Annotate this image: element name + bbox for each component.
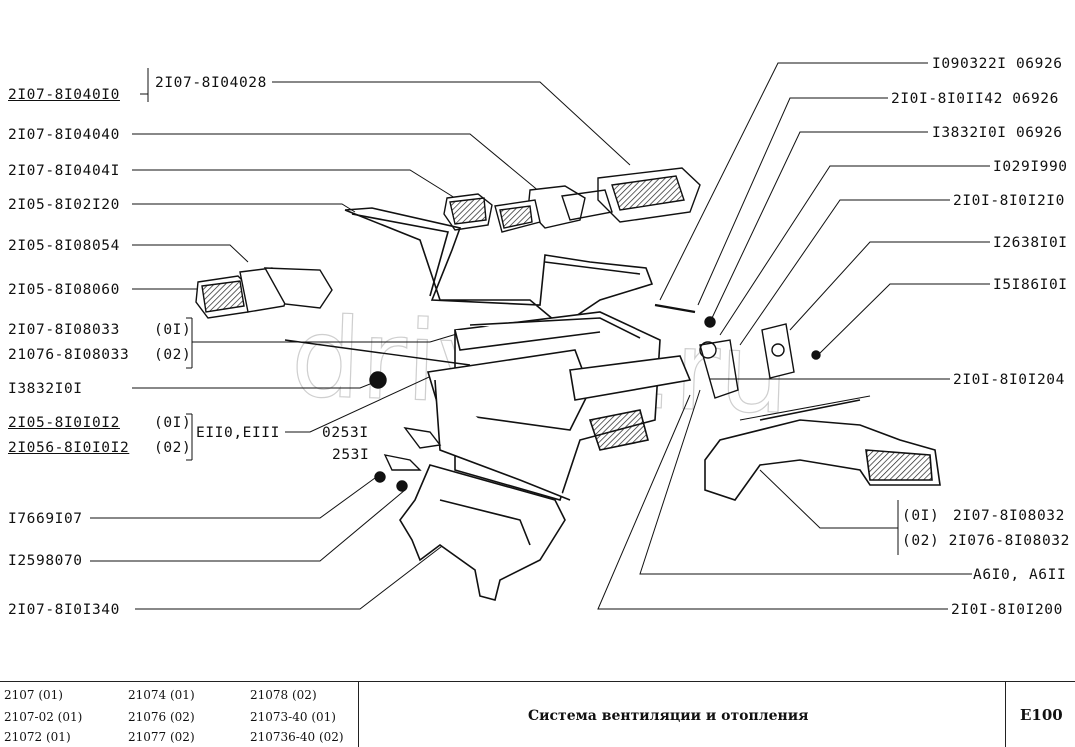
label-part-1383210: I3832I0I 06926 <box>932 125 1063 141</box>
label-variant-02: (02) <box>154 347 192 363</box>
divider <box>1005 682 1006 747</box>
title-block: 2107 (01) 21074 (01) 21078 (02) 2107-02 … <box>0 681 1075 747</box>
leader-lines <box>90 62 990 610</box>
label-cover-8101340: 2I07-8I0I340 <box>8 602 120 618</box>
label-variant-01: (0I) <box>154 322 192 338</box>
label-variant-01b: (0I) <box>154 415 192 431</box>
label-part-8101210: 2I0I-8I0I2I0 <box>953 193 1065 209</box>
label-nozzle-8108060: 2I05-8I08060 <box>8 282 120 298</box>
label-duct-8108033: 2I07-8I08033 <box>8 322 120 338</box>
label-duct-21076-8108033: 21076-8I08033 <box>8 347 130 363</box>
label-part-8104040: 2I07-8I04040 <box>8 127 120 143</box>
label-eii0-eiii: EII0,EIII <box>196 425 280 441</box>
model-cell: 21076 (02) <box>128 710 195 724</box>
label-seal-8102120: 2I05-8I02I20 <box>8 197 120 213</box>
label-duct-8108032: 2I07-8I08032 <box>953 508 1065 524</box>
label-part-8101142: 2I0I-8I0II42 06926 <box>891 91 1059 107</box>
label-part-1090322: I090322I 06926 <box>932 56 1063 72</box>
label-variant-01-right: (0I) <box>902 508 940 524</box>
page-title: Система вентиляции и отопления <box>528 708 809 724</box>
label-part-1263810: I2638I0I <box>993 235 1068 251</box>
model-cell: 2107 (01) <box>4 688 63 702</box>
label-part-1383201: I3832I0I <box>8 381 83 397</box>
heater-assembly-illustration: drive2.ru <box>90 62 990 610</box>
label-part-1029199: I029I990 <box>993 159 1068 175</box>
label-heater-housing: 2I07-8I04028 <box>155 75 267 91</box>
label-variant-02b: (02) <box>154 440 192 456</box>
divider <box>358 682 359 747</box>
label-heater-assembly: 2I07-8I040I0 <box>8 87 120 103</box>
label-radiator-8101012: 2I05-8I0I0I2 <box>8 415 120 431</box>
label-a610-a611: A6I0, A6II <box>973 567 1067 583</box>
model-cell: 21078 (02) <box>250 688 317 702</box>
label-part-12598070: I2598070 <box>8 553 83 569</box>
model-cell: 210736-40 (02) <box>250 730 344 744</box>
label-part-1518610: I5I86I0I <box>993 277 1068 293</box>
label-part-8104041: 2I07-8I0404I <box>8 163 120 179</box>
label-nozzle-8108054: 2I05-8I08054 <box>8 238 120 254</box>
label-02531: 0253I <box>322 425 369 441</box>
model-cell: 21077 (02) <box>128 730 195 744</box>
label-part-1766907: I7669I07 <box>8 511 83 527</box>
label-radiator-21056: 2I056-8I0I0I2 <box>8 440 130 456</box>
label-part-8101200: 2I0I-8I0I200 <box>951 602 1063 618</box>
section-code: E100 <box>1020 706 1063 724</box>
model-cell: 21073-40 (01) <box>250 710 336 724</box>
model-cell: 21074 (01) <box>128 688 195 702</box>
label-duct-21076-8108032: (02) 2I076-8I08032 <box>902 533 1070 549</box>
model-cell: 2107-02 (01) <box>4 710 83 724</box>
model-cell: 21072 (01) <box>4 730 71 744</box>
label-part-8101204: 2I0I-8I0I204 <box>953 372 1065 388</box>
label-2531: 253I <box>332 447 370 463</box>
